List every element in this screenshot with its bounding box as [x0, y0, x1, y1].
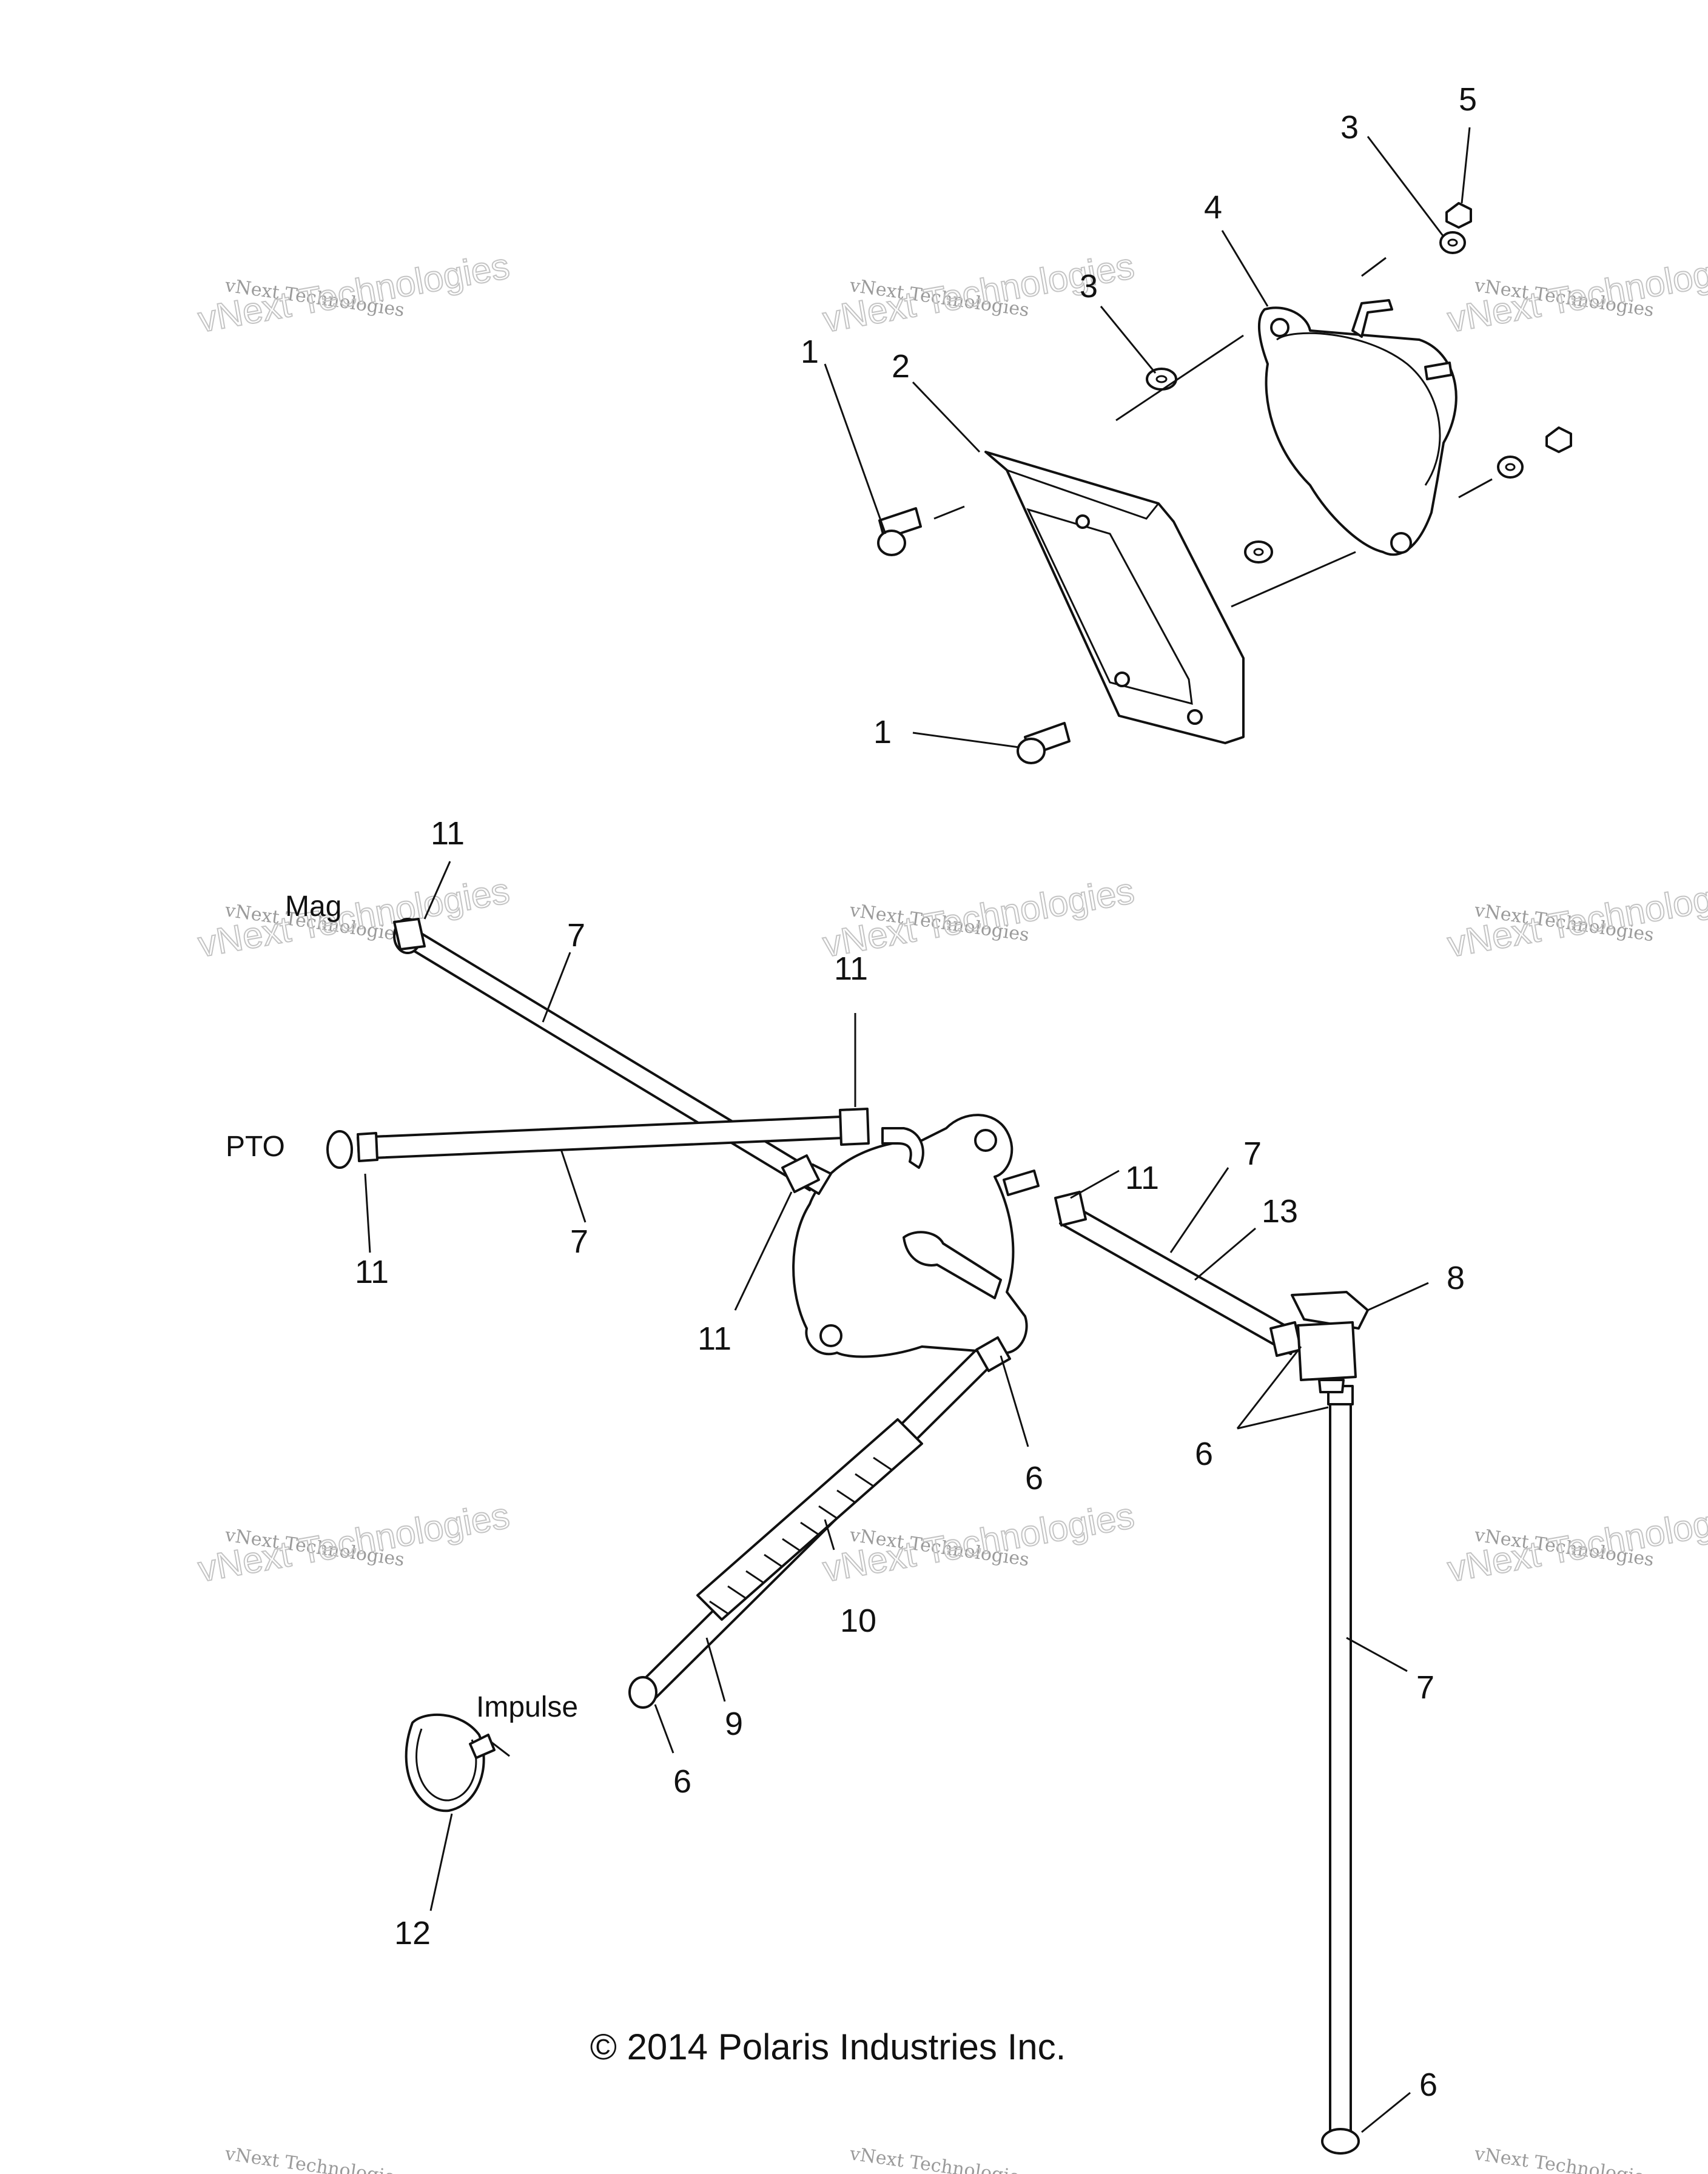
- callout-6d: 6: [1419, 2067, 1437, 2103]
- callout-7a: 7: [567, 917, 585, 954]
- callouts: 1 1 2 3 3 4 5 11 7 11 11 7 11 11 7 13 8 …: [355, 81, 1477, 2103]
- watermark-text: vNext Technologies: [195, 1495, 513, 1589]
- vacuum-pump: [792, 1114, 1040, 1358]
- watermark-3: vNext Technologies vNext Technologies: [1444, 244, 1708, 340]
- watermark-1: vNext Technologies vNext Technologies: [195, 244, 513, 340]
- watermark-4: vNext Technologies vNext Technologies: [195, 869, 513, 965]
- watermark-12: vNext Technologies: [1473, 2143, 1655, 2174]
- callout-12: 12: [394, 1915, 431, 1951]
- bolt-upper: [877, 507, 922, 556]
- labels: Mag PTO Impulse: [226, 890, 578, 1723]
- label-pto: PTO: [226, 1131, 285, 1163]
- leader-lines: [364, 127, 1471, 2133]
- callout-11c: 11: [355, 1254, 389, 1290]
- clamps: [357, 918, 1354, 1405]
- spring-sleeve: [696, 1418, 923, 1621]
- callout-7c: 7: [1243, 1136, 1262, 1172]
- washer-1: [1146, 368, 1177, 391]
- check-valve: [1291, 1291, 1369, 1393]
- watermark-text: vNext Technologies: [1445, 1495, 1708, 1589]
- cable-tie: [405, 1713, 510, 1812]
- callout-1b: 1: [873, 714, 892, 750]
- callout-5: 5: [1459, 81, 1477, 118]
- copyright: © 2014 Polaris Industries Inc.: [590, 2027, 1066, 2067]
- callout-7d: 7: [1416, 1669, 1434, 1706]
- watermark-text: vNext Technologies: [1473, 2143, 1655, 2174]
- callout-6c: 6: [673, 1763, 691, 1800]
- watermark-text: vNext Technologies: [1445, 870, 1708, 964]
- callout-11b: 11: [834, 951, 868, 987]
- watermark-6: vNext Technologies vNext Technologies: [1444, 869, 1708, 965]
- callout-11e: 11: [1125, 1160, 1159, 1196]
- hose-vertical: [1321, 1397, 1360, 2155]
- callout-3b: 3: [1080, 268, 1098, 305]
- watermark-text: vNext Technologies: [195, 245, 513, 340]
- watermark-7: vNext Technologies vNext Technologies: [195, 1494, 513, 1590]
- callout-11d: 11: [698, 1321, 731, 1357]
- label-impulse: Impulse: [476, 1691, 578, 1723]
- watermark-9: vNext Technologies vNext Technologies: [1444, 1494, 1708, 1590]
- bolt-lower: [1017, 722, 1071, 764]
- callout-13: 13: [1262, 1193, 1298, 1230]
- watermark-text: vNext Technologies: [195, 870, 513, 964]
- fuel-pump-body: [1257, 299, 1458, 556]
- callout-1a: 1: [801, 334, 819, 370]
- label-mag: Mag: [285, 890, 341, 923]
- alignment-lines: [933, 257, 1493, 608]
- washer-2: [1439, 231, 1466, 254]
- callout-3a: 3: [1340, 109, 1359, 146]
- callout-7b: 7: [570, 1223, 588, 1260]
- callout-6b: 6: [1025, 1460, 1043, 1496]
- washer-3: [1497, 456, 1524, 479]
- callout-4: 4: [1204, 189, 1222, 226]
- callout-10: 10: [840, 1603, 876, 1639]
- watermark-11: vNext Technologies: [848, 2143, 1031, 2174]
- watermark-10: vNext Technologies: [223, 2143, 406, 2174]
- washer-4: [1244, 540, 1273, 564]
- nut-1: [1445, 202, 1472, 229]
- nut-2: [1545, 426, 1572, 453]
- watermark-text: vNext Technologies: [848, 2143, 1031, 2174]
- watermark-8: vNext Technologies vNext Technologies: [819, 1494, 1138, 1590]
- callout-2: 2: [892, 348, 910, 385]
- callout-9: 9: [725, 1706, 743, 1742]
- callout-11a: 11: [431, 815, 465, 852]
- watermark-text: vNext Technologies: [223, 2143, 406, 2174]
- watermark-text: vNext Technologies: [1445, 245, 1708, 340]
- watermark-text: vNext Technologies: [820, 1495, 1137, 1589]
- mounting-bracket: [984, 451, 1245, 744]
- callout-6a: 6: [1195, 1436, 1213, 1472]
- callout-8: 8: [1447, 1260, 1465, 1296]
